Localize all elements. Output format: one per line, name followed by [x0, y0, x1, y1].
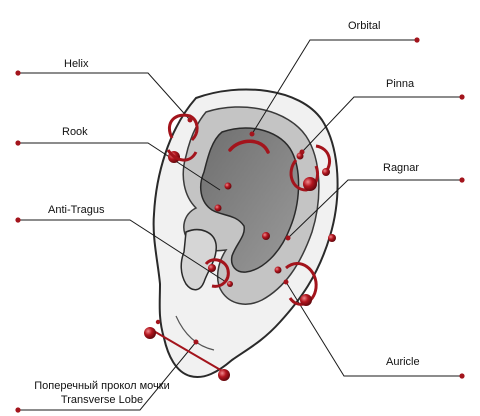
piercing-pinna [289, 152, 320, 192]
endpoint-transverse-lobe [15, 407, 21, 413]
piercing-auricle [274, 262, 318, 306]
target-auricle [283, 279, 289, 285]
leader-lines [18, 39, 462, 411]
leader-line-ragnar [287, 179, 462, 239]
leader-line-transverse-lobe [18, 341, 197, 411]
endpoint-orbital [414, 37, 420, 43]
leader-line-pinna [301, 96, 462, 153]
leader-endpoints [15, 37, 465, 413]
label-auricle: Auricle [386, 356, 420, 368]
endpoint-anti-tragus [15, 217, 21, 223]
leader-line-auricle [285, 281, 462, 377]
label-rook: Rook [62, 126, 88, 138]
endpoint-pinna [459, 94, 465, 100]
endpoint-auricle [459, 373, 465, 379]
label-anti-tragus: Anti-Tragus [48, 204, 105, 216]
leader-line-rook [18, 142, 221, 191]
piercing-rook [214, 182, 232, 212]
piercing-anti-tragus [204, 258, 233, 288]
endpoint-helix [15, 70, 21, 76]
label-orbital: Orbital [348, 20, 381, 32]
piercings [144, 113, 336, 381]
piercing-transverse-lobe [144, 319, 230, 381]
label-helix: Helix [64, 58, 89, 70]
piercing-outer-helix [315, 144, 332, 176]
ear-lobe-crease [175, 315, 215, 351]
leader-line-helix [18, 72, 191, 121]
piercing-helix [166, 113, 199, 163]
target-helix [187, 117, 193, 123]
label-transverse-lobe-ru: Поперечный прокол мочки [34, 380, 170, 392]
piercing-orbital [228, 139, 270, 154]
leader-line-orbital [251, 39, 417, 135]
target-orbital [249, 131, 255, 137]
endpoint-rook [15, 140, 21, 146]
target-transverse-lobe [193, 339, 199, 345]
piercing-ragnar [262, 232, 336, 242]
ear-tragus [180, 228, 217, 291]
label-pinna: Pinna [386, 78, 415, 90]
endpoint-ragnar [459, 177, 465, 183]
leader-line-anti-tragus [18, 219, 227, 283]
target-ragnar [285, 235, 291, 241]
label-ragnar: Ragnar [383, 162, 420, 174]
label-transverse-lobe-en: Transverse Lobe [60, 394, 144, 406]
